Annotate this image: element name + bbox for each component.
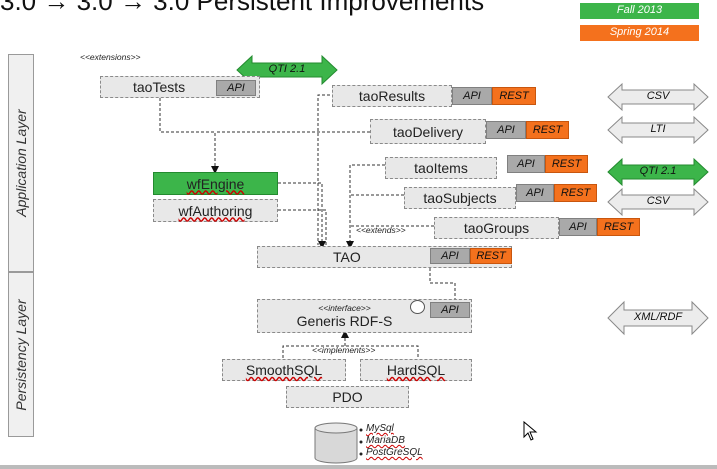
taoresults-api-tag[interactable]: API <box>452 87 492 105</box>
generis-interface-circle-icon <box>410 300 425 314</box>
component-wfengine[interactable]: wfEngine <box>153 172 278 195</box>
application-layer-panel: Application Layer <box>8 54 34 272</box>
component-smoothsql-label: SmoothSQL <box>245 362 323 378</box>
component-hardsql-label: HardSQL <box>386 362 446 378</box>
component-pdo-label: PDO <box>332 389 363 405</box>
generis-api-tag[interactable]: API <box>430 302 470 318</box>
line-taotests-wfengine <box>159 98 219 174</box>
component-wfengine-label: wfEngine <box>186 175 245 192</box>
line-taoresults-tao <box>317 94 330 245</box>
extensions-note: <<extensions>> <box>80 52 141 62</box>
lti-arrow-label: LTI <box>650 123 666 135</box>
component-generis-label: Generis RDF-S <box>296 313 393 329</box>
line-wfauthoring-tao <box>278 209 327 245</box>
component-smoothsql[interactable]: SmoothSQL <box>222 359 346 381</box>
line-taoitems-tao <box>346 164 385 249</box>
taotests-api-tag[interactable]: API <box>216 80 256 96</box>
extends-note: <<extends>> <box>356 225 406 235</box>
component-taodelivery-label: taoDelivery <box>392 123 464 140</box>
line-implements <box>282 345 419 358</box>
taogroups-rest-tag[interactable]: REST <box>597 218 640 236</box>
component-taoitems[interactable]: taoItems <box>385 157 497 179</box>
csv-arrow-2 <box>607 187 709 217</box>
tao-api-tag[interactable]: API <box>430 248 470 264</box>
component-taosubjects[interactable]: taoSubjects <box>404 187 516 209</box>
xmlrdf-arrow-label: XML/RDF <box>633 311 683 323</box>
component-taogroups-label: taoGroups <box>463 220 530 236</box>
page-title: 3.0 → 3.0 → 3.0 Persistent Improvements <box>0 0 485 16</box>
db-mariadb: MariaDB <box>366 435 405 446</box>
csv-arrow-2-label: CSV <box>646 195 670 207</box>
database-list: MySql MariaDB PostGreSQL <box>366 423 423 459</box>
legend-fall-2013: Fall 2013 <box>580 3 699 19</box>
mouse-cursor-icon <box>523 420 538 441</box>
tao-rest-tag[interactable]: REST <box>470 248 512 264</box>
component-wfauthoring-label: wfAuthoring <box>178 202 253 219</box>
taoitems-rest-tag[interactable]: REST <box>545 155 588 173</box>
component-taogroups[interactable]: taoGroups <box>434 217 559 239</box>
lti-arrow <box>607 115 709 145</box>
bottom-divider <box>0 465 717 469</box>
component-taotests-label: taoTests <box>133 79 186 95</box>
component-pdo[interactable]: PDO <box>286 386 409 408</box>
component-tao-label: TAO <box>333 249 361 265</box>
taosubjects-api-tag[interactable]: API <box>516 184 554 202</box>
implements-note: <<implements>> <box>312 345 376 355</box>
taogroups-api-tag[interactable]: API <box>559 218 597 236</box>
csv-arrow-1 <box>607 82 709 112</box>
csv-arrow-1-label: CSV <box>646 90 670 102</box>
taosubjects-rest-tag[interactable]: REST <box>554 184 597 202</box>
db-bullets <box>359 428 363 456</box>
taodelivery-rest-tag[interactable]: REST <box>526 121 569 139</box>
line-wfengine-tao <box>278 182 326 249</box>
line-tao-generis <box>429 268 459 307</box>
qti-arrow-right-label: QTI 2.1 <box>639 165 677 177</box>
taodelivery-api-tag[interactable]: API <box>486 121 526 139</box>
component-taodelivery[interactable]: taoDelivery <box>370 119 486 144</box>
interface-note: <<interface>> <box>318 303 371 313</box>
legend-spring-2014: Spring 2014 <box>580 25 699 41</box>
db-mysql: MySql <box>366 423 394 434</box>
qti-arrow-right <box>607 157 709 187</box>
component-taoitems-label: taoItems <box>414 160 468 176</box>
component-hardsql[interactable]: HardSQL <box>360 359 472 381</box>
qti-arrow-top-label: QTI 2.1 <box>268 63 306 75</box>
persistency-layer-panel: Persistency Layer <box>8 272 34 437</box>
component-taoresults-label: taoResults <box>358 88 426 104</box>
db-postgresql: PostGreSQL <box>366 447 423 458</box>
xmlrdf-arrow <box>607 300 709 336</box>
database-icon <box>314 422 358 464</box>
component-taoresults[interactable]: taoResults <box>332 85 452 107</box>
component-wfauthoring[interactable]: wfAuthoring <box>153 199 278 222</box>
taoitems-api-tag[interactable]: API <box>507 155 545 173</box>
taoresults-rest-tag[interactable]: REST <box>492 87 536 105</box>
component-taosubjects-label: taoSubjects <box>423 190 497 206</box>
